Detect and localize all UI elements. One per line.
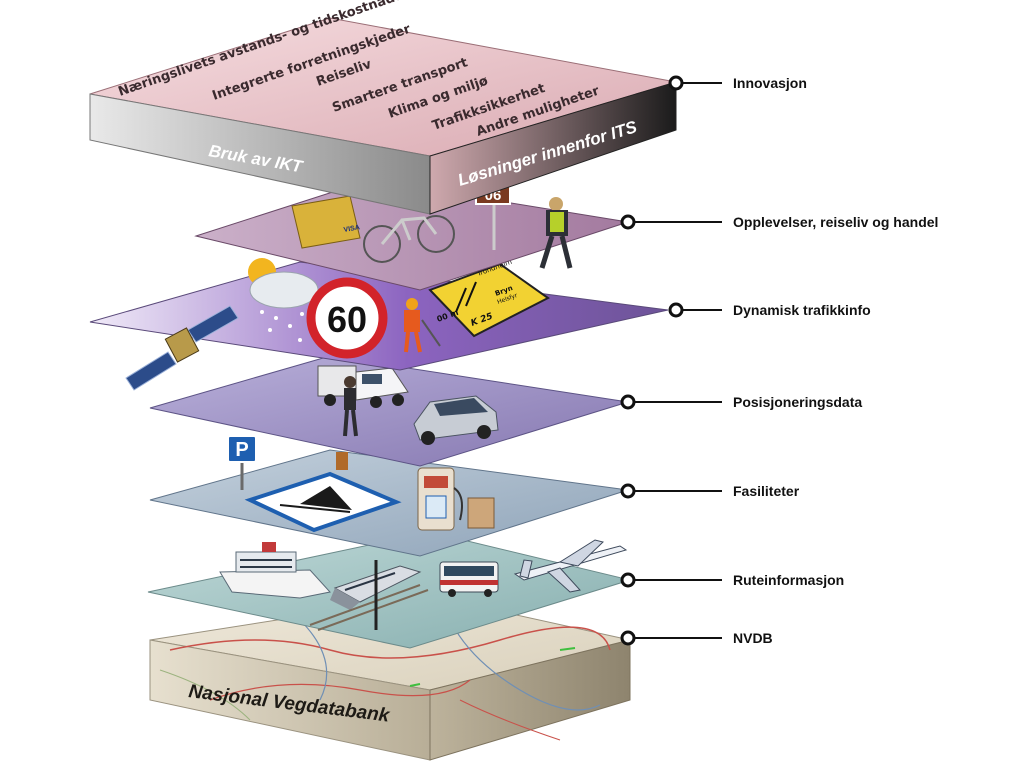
- card-brand: VISA: [343, 224, 360, 234]
- posisjoneringsdata-layer: [149, 355, 629, 467]
- pedestrian-icon: [343, 376, 358, 437]
- ruteinformasjon-layer: [147, 531, 632, 649]
- label-nvdb: NVDB: [733, 630, 773, 646]
- label-dynamisk-trafikkinfo: Dynamisk trafikkinfo: [733, 302, 871, 318]
- satellite-icon: [125, 305, 239, 391]
- marker-dot: [620, 214, 636, 230]
- weather-icon: [248, 258, 319, 342]
- label-fasiliteter: Fasiliteter: [733, 483, 800, 499]
- fasiliteter-layer: P: [149, 435, 629, 557]
- parking-sign-letter: P: [235, 439, 248, 461]
- speed-limit-value: 60: [327, 299, 367, 340]
- bus-icon: [439, 561, 499, 597]
- label-innovasjon: Innovasjon: [733, 75, 807, 91]
- truck-icon: [317, 365, 409, 408]
- speed-limit-sign-icon: 60: [306, 277, 388, 359]
- marker-dot: [620, 572, 636, 588]
- marker-dot: [620, 630, 636, 646]
- marker-dot: [668, 302, 684, 318]
- leader-lines: [620, 75, 722, 646]
- airplane-icon: [513, 539, 628, 593]
- road-worker-icon: [404, 298, 441, 353]
- marker-dot: [620, 394, 636, 410]
- parking-sign-icon: P: [227, 435, 257, 490]
- car-icon: [413, 395, 499, 445]
- train-icon: [309, 560, 429, 631]
- label-opplevelser: Opplevelser, reiseliv og handel: [733, 214, 939, 230]
- label-ruteinformasjon: Ruteinformasjon: [733, 572, 845, 588]
- label-posisjoneringsdata: Posisjoneringsdata: [733, 394, 863, 410]
- ferry-icon: [219, 542, 331, 599]
- innovasjon-block: Næringslivets avstands- og tidskostnader…: [89, 0, 677, 215]
- marker-dot: [620, 483, 636, 499]
- rest-area-sign-icon: [244, 471, 402, 533]
- hiker-icon: [539, 197, 573, 269]
- credit-card-icon: VISA: [291, 195, 361, 249]
- marker-dot: [668, 75, 684, 91]
- fuel-pump-icon: [336, 452, 495, 531]
- bicycle-icon: [363, 215, 455, 263]
- opplevelser-layer: VISA 06: [194, 177, 629, 291]
